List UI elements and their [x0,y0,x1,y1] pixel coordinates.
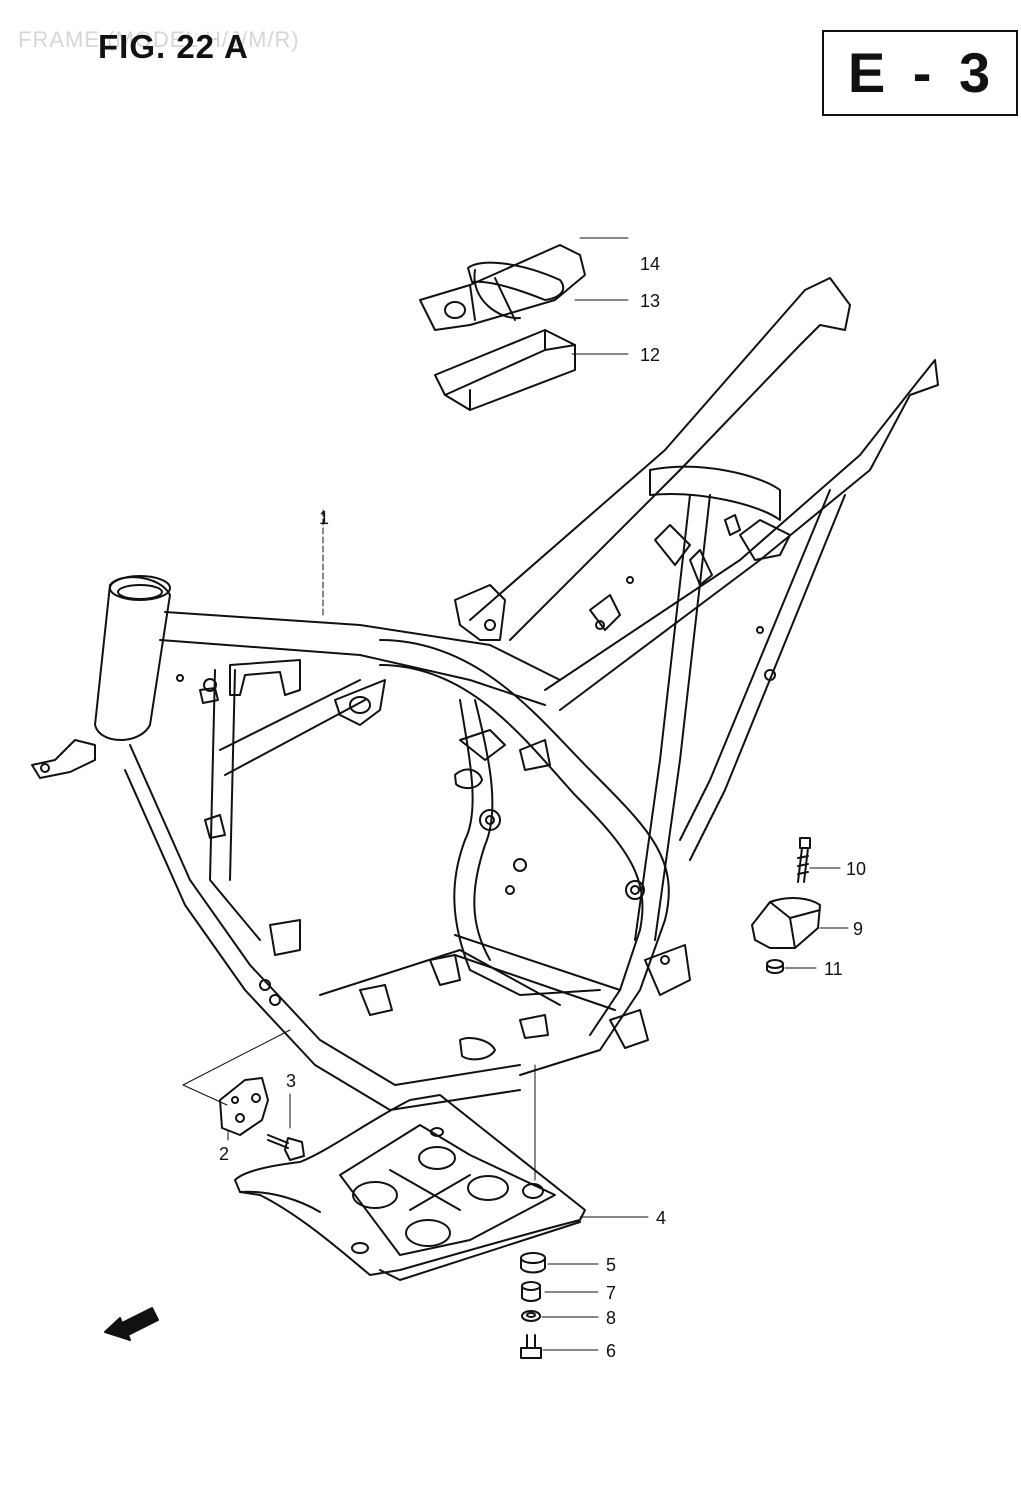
frame-cover-part [751,897,821,949]
battery-box-part [434,329,576,411]
callout-2: 2 [219,1144,229,1164]
callout-13: 13 [640,291,660,311]
leader-lines [182,237,849,1351]
callout-8: 8 [606,1308,616,1328]
figure-number: FIG. 22 A [98,28,249,65]
callout-7: 7 [606,1283,616,1303]
forward-arrow-icon: FWD [104,1307,159,1341]
callout-labels: 1 2 3 4 5 6 7 8 9 10 11 12 13 14 [219,254,866,1361]
main-frame-part [31,277,939,1111]
washer-part [521,1310,541,1322]
section-box: E - 3 [822,30,1018,116]
nut-part [766,959,784,974]
cushion-part [521,1281,541,1302]
callout-4: 4 [656,1208,666,1228]
callout-6: 6 [606,1341,616,1361]
skid-plate-bolt-part [520,1334,542,1359]
callout-12: 12 [640,345,660,365]
engine-bracket-part [219,1077,269,1136]
callout-10: 10 [846,859,866,879]
callout-1: 1 [319,508,329,528]
battery-cover-part [419,244,586,331]
callout-14: 14 [640,254,660,274]
skid-plate-part [234,1094,586,1281]
section-code: E - 3 [847,41,997,104]
callout-9: 9 [853,919,863,939]
battery-band-part [467,261,565,321]
cover-bolt-part [797,837,811,883]
bracket-bolt-part [267,1134,305,1161]
callout-3: 3 [286,1071,296,1091]
callout-11: 11 [824,959,843,979]
callout-5: 5 [606,1255,616,1275]
faded-title: FRAME (MODEL H/J/M/R) [18,27,300,52]
collar-part [520,1252,546,1274]
